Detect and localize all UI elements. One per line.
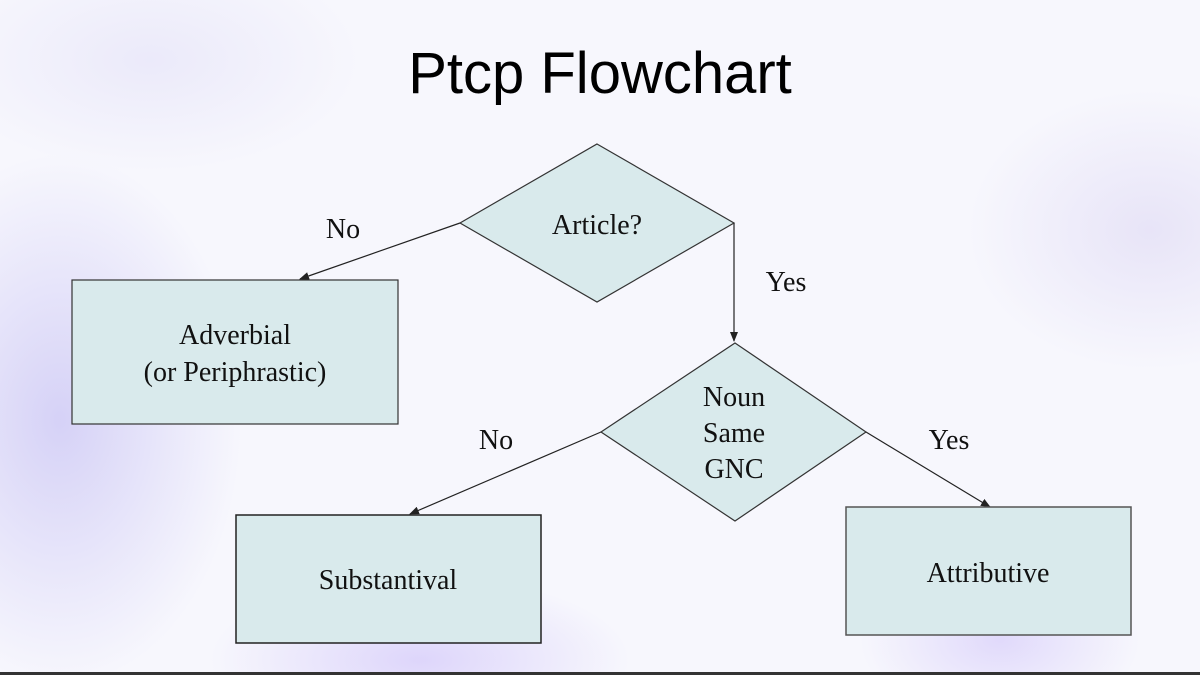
edge-label-noun-yes: Yes xyxy=(929,425,970,456)
result-attributive-label: Attributive xyxy=(927,558,1050,589)
decision-article-label: Article? xyxy=(552,210,642,241)
result-adverbial xyxy=(71,279,399,425)
bottom-border xyxy=(0,672,1200,675)
edge-article-no xyxy=(299,222,461,280)
result-adverbial-label-2: (or Periphrastic) xyxy=(144,357,327,388)
result-attributive xyxy=(845,506,1132,636)
result-substantival-label: Substantival xyxy=(319,565,458,596)
edge-label-noun-no: No xyxy=(479,425,513,456)
decision-noun-same-gnc xyxy=(599,342,868,522)
edge-label-article-no: No xyxy=(326,214,360,245)
decision-article xyxy=(458,143,736,303)
slide-title: Ptcp Flowchart xyxy=(408,41,792,106)
result-adverbial-label-1: Adverbial xyxy=(179,320,291,351)
decision-noun-label-1: Noun xyxy=(703,382,765,413)
decision-noun-label-3: GNC xyxy=(704,454,763,485)
decision-noun-label-2: Same xyxy=(703,418,765,449)
edge-noun-yes xyxy=(865,431,991,508)
result-substantival xyxy=(235,514,542,644)
edge-noun-no xyxy=(409,431,602,515)
edge-label-article-yes: Yes xyxy=(766,267,807,298)
